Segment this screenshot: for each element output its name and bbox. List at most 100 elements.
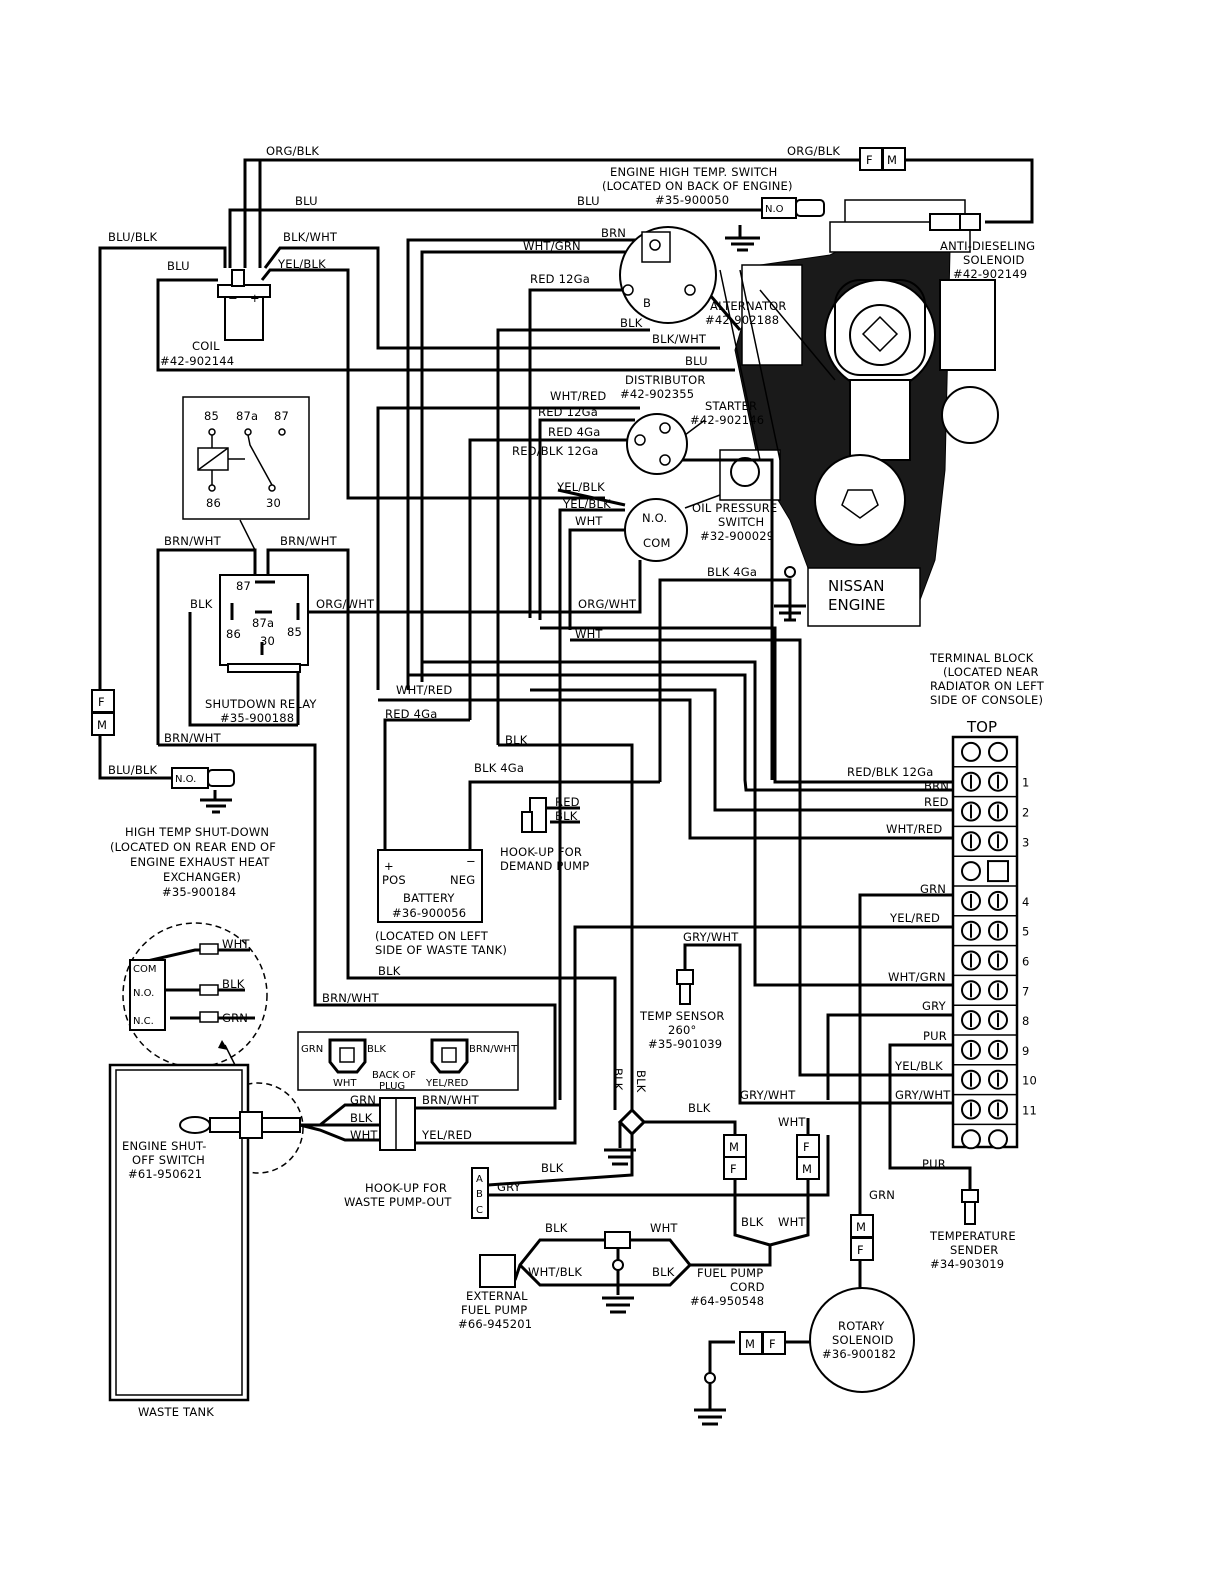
demand-pump-hookup: HOOK-UP FOR DEMAND PUMP [500, 797, 589, 873]
wire-label: BRN/WHT [280, 534, 338, 548]
wire-label: BLK [555, 809, 578, 823]
temperature-sender-line2: SENDER [950, 1243, 998, 1257]
shutdown-relay-87a: 87a [252, 616, 274, 630]
wire-label: BLK 4Ga [707, 565, 757, 579]
terminal-number: 8 [1022, 1014, 1030, 1028]
shutdown-relay: 87 87a 86 85 30 SHUTDOWN RELAY #35-90018… [205, 574, 317, 725]
temp-sensor-part: #35-901039 [648, 1037, 722, 1051]
wire-label: GRY [922, 999, 947, 1013]
shutdown-relay-87: 87 [236, 579, 251, 593]
terminal-screw [961, 1129, 981, 1150]
wire-label: YEL/BLK [562, 497, 611, 511]
back-of-plug-line2: PLUG [379, 1081, 405, 1092]
back-of-plug-detail: GRN BLK WHT BRN/WHT YEL/RED BACK OF PLUG [297, 1031, 519, 1092]
plug-left-grn: GRN [301, 1044, 323, 1055]
rotary-solenoid-line2: SOLENOID [832, 1333, 894, 1347]
wire-label: RED [555, 795, 580, 809]
demand-pump-line2: DEMAND PUMP [500, 859, 589, 873]
terminal-number: 2 [1022, 806, 1030, 820]
waste-pump-c: C [476, 1205, 483, 1216]
shutoff-part: #61-950621 [128, 1167, 202, 1181]
wire-label-vertical: BLK [611, 1068, 625, 1091]
distributor-part: #42-902355 [620, 387, 694, 401]
engine-high-temp-switch-line2: (LOCATED ON BACK OF ENGINE) [602, 179, 793, 193]
wire-label: RED 4Ga [548, 425, 600, 439]
shutdown-relay-name: SHUTDOWN RELAY [205, 697, 317, 711]
terminal-number: 10 [1022, 1074, 1037, 1088]
shutoff-line1: ENGINE SHUT- [122, 1139, 207, 1153]
wire-label: BLK [545, 1221, 568, 1235]
relay-schematic: 85 87a 87 86 30 [182, 396, 310, 520]
rotary-solenoid-line1: ROTARY [838, 1319, 885, 1333]
wire-label: BLK [222, 977, 245, 991]
shutoff-nc: N.C. [133, 1016, 154, 1027]
wire-label: BLU [685, 354, 708, 368]
wire-label: WHT [778, 1215, 806, 1229]
wire-label: BLU [295, 194, 318, 208]
coil-plus: + [250, 291, 260, 305]
engine-label-line1: NISSAN [828, 577, 884, 595]
wire-label: GRY/WHT [683, 930, 739, 944]
starter-name: STARTER [705, 399, 757, 413]
terminal-screw [961, 741, 981, 762]
wire-label: GRY/WHT [740, 1088, 796, 1102]
fuel-pump-cord-line2: CORD [730, 1280, 765, 1294]
terminal-block-top-label: TOP [966, 718, 997, 736]
external-fuel-pump-part: #66-945201 [458, 1317, 532, 1331]
wire-label: GRN [920, 882, 946, 896]
wire-labels: ORG/BLK ORG/BLK BLU BLU BLU/BLK BLK/WHT … [108, 144, 951, 1279]
wire-label: BRN [924, 779, 949, 793]
engine-high-temp-switch: N.O ENGINE HIGH TEMP. SWITCH (LOCATED ON… [602, 165, 825, 252]
shutdown-relay-30: 30 [260, 634, 275, 648]
temperature-sender-line1: TEMPERATURE [929, 1229, 1016, 1243]
wire-label: RED 4Ga [385, 707, 437, 721]
wire-label: WHT [350, 1128, 378, 1142]
connector-wht-f: F [803, 1140, 810, 1154]
high-temp-shutdown-line3: ENGINE EXHAUST HEAT [130, 855, 270, 869]
nissan-engine-illustration: NISSAN ENGINE [719, 199, 999, 627]
connector-blk-f: F [730, 1162, 737, 1176]
wire-label: BRN/WHT [322, 991, 380, 1005]
high-temp-shutdown-part: #35-900184 [162, 885, 236, 899]
wire-label: WHT [778, 1115, 806, 1129]
wire-label: BLK [190, 597, 213, 611]
alternator-b-terminal: B [643, 296, 651, 310]
oil-switch-com: COM [643, 536, 671, 550]
terminal-number: 6 [1022, 955, 1030, 969]
relay-pin-87a: 87a [236, 409, 258, 423]
distributor-name: DISTRIBUTOR [625, 373, 706, 387]
oil-switch-no: N.O. [642, 511, 667, 525]
temp-sensor-line1: TEMP SENSOR [639, 1009, 725, 1023]
temperature-sender: TEMPERATURE SENDER #34-903019 [929, 1189, 1016, 1271]
shutoff-line2: OFF SWITCH [132, 1153, 205, 1167]
wire-label: ORG/WHT [316, 597, 375, 611]
terminal-block-line3: RADIATOR ON LEFT [930, 679, 1045, 693]
wire-label: WHT [222, 937, 250, 951]
plug-left-blk: BLK [367, 1044, 386, 1055]
waste-pump-a: A [476, 1174, 483, 1185]
shutoff-no: N.O. [133, 988, 154, 999]
wire-label: BLU [167, 259, 190, 273]
terminal-number: 3 [1022, 835, 1030, 849]
terminal-number: 7 [1022, 984, 1030, 998]
wire-label: RED 12Ga [538, 405, 598, 419]
plug-right-brn-wht: BRN/WHT [469, 1044, 518, 1055]
battery-minus-symbol: − [466, 854, 476, 868]
wire-label: WHT/RED [886, 822, 942, 836]
terminal-block-line2: (LOCATED NEAR [943, 665, 1039, 679]
relay-pin-85: 85 [204, 409, 219, 423]
engine-shutoff-switch: COM N.O. N.C. ENGINE SHUT- OFF SWITCH #6… [108, 922, 416, 1419]
waste-pump-line1: HOOK-UP FOR [365, 1181, 447, 1195]
wire-label-vertical: BLK [634, 1070, 648, 1093]
waste-tank-name: WASTE TANK [138, 1405, 214, 1419]
connector-left-f: F [98, 695, 105, 709]
high-temp-shutdown: N.O. HIGH TEMP SHUT-DOWN (LOCATED ON REA… [110, 767, 276, 899]
connector-blk-m: M [729, 1140, 739, 1154]
engine-high-temp-switch-no: N.O [765, 204, 784, 215]
wire-label: BRN/WHT [164, 534, 222, 548]
temperature-sender-part: #34-903019 [930, 1257, 1004, 1271]
coil-minus: − [228, 291, 238, 305]
wire-label: WHT/RED [550, 389, 606, 403]
terminal-jumper [987, 860, 1009, 883]
